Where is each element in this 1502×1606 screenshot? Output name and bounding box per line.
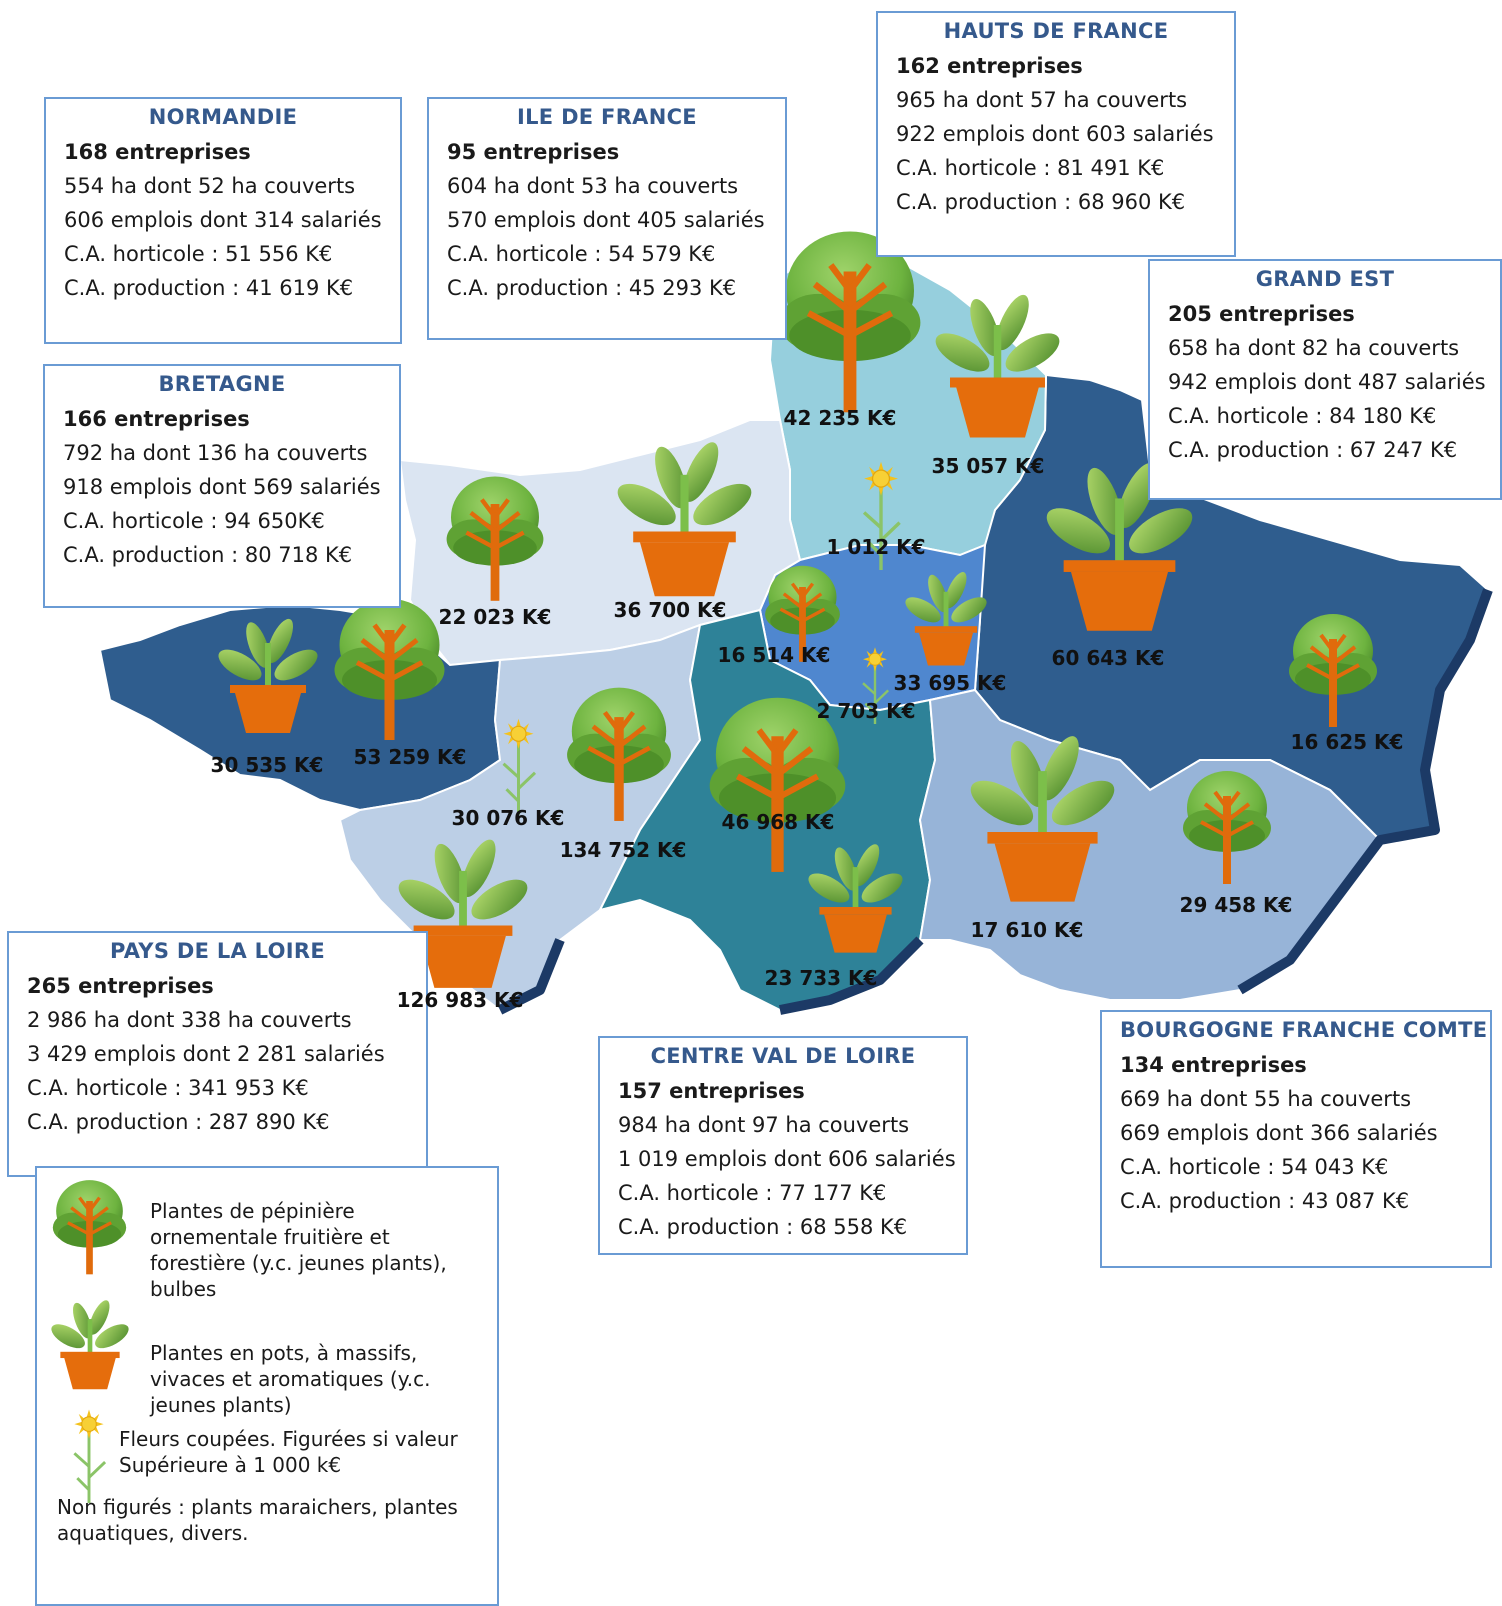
marker-value-label: 16 514 K€ (717, 643, 831, 667)
legend: Plantes de pépinière ornementale fruitiè… (35, 1166, 499, 1606)
ca-horticole: C.A. horticole : 54 579 K€ (447, 242, 716, 266)
legend-pot-icon (51, 1294, 129, 1394)
surface-info: 984 ha dont 97 ha couverts (618, 1113, 910, 1137)
entreprises-count: 168 entreprises (64, 140, 251, 164)
legend-not-shown: Non figurés : plants maraichers, plantes… (57, 1495, 458, 1545)
marker-value-label: 46 968 K€ (721, 810, 835, 834)
entreprises-count: 162 entreprises (896, 54, 1083, 78)
coastline-rim (497, 588, 1493, 1015)
surface-info: 554 ha dont 52 ha couverts (64, 174, 356, 198)
region-title: HAUTS DE FRANCE (943, 19, 1169, 43)
marker-value-label: 22 023 K€ (438, 605, 552, 629)
surface-info: 658 ha dont 82 ha couverts (1168, 336, 1460, 360)
surface-info: 604 ha dont 53 ha couverts (447, 174, 739, 198)
surface-info: 965 ha dont 57 ha couverts (896, 88, 1188, 112)
marker-value-label: 16 625 K€ (1290, 730, 1404, 754)
marker-value-label: 30 076 K€ (451, 806, 565, 830)
region-title: GRAND EST (1255, 267, 1395, 291)
infobox-pays-de-la-loire: PAYS DE LA LOIRE 265 entreprises 2 986 h… (7, 931, 428, 1177)
emplois-info: 606 emplois dont 314 salariés (64, 208, 382, 232)
entreprises-count: 157 entreprises (618, 1079, 805, 1103)
emplois-info: 918 emplois dont 569 salariés (63, 475, 381, 499)
marker-value-label: 17 610 K€ (970, 918, 1084, 942)
ca-horticole: C.A. horticole : 54 043 K€ (1120, 1155, 1389, 1179)
region-title: BRETAGNE (158, 372, 286, 396)
surface-info: 669 ha dont 55 ha couverts (1120, 1087, 1412, 1111)
marker-value-label: 53 259 K€ (353, 745, 467, 769)
infobox-grand-est: GRAND EST 205 entreprises 658 ha dont 82… (1148, 259, 1502, 500)
marker-value-label: 134 752 K€ (559, 838, 687, 862)
marker-value-label: 23 733 K€ (764, 966, 878, 990)
infobox-hauts-de-france: HAUTS DE FRANCE 162 entreprises 965 ha d… (876, 11, 1236, 257)
infobox-ile-de-france: ILE DE FRANCE 95 entreprises 604 ha dont… (427, 97, 787, 340)
region-title: ILE DE FRANCE (517, 105, 697, 129)
ca-production: C.A. production : 67 247 K€ (1168, 438, 1458, 462)
entreprises-count: 95 entreprises (447, 140, 620, 164)
legend-pot-label: Plantes en pots, à massifs, vivaces et a… (150, 1341, 431, 1417)
marker-value-label: 1 012 K€ (826, 535, 926, 559)
emplois-info: 922 emplois dont 603 salariés (896, 122, 1214, 146)
surface-info: 2 986 ha dont 338 ha couverts (27, 1008, 352, 1032)
infobox-normandie: NORMANDIE 168 entreprises 554 ha dont 52… (44, 97, 402, 344)
emplois-info: 1 019 emplois dont 606 salariés (618, 1147, 956, 1171)
emplois-info: 942 emplois dont 487 salariés (1168, 370, 1486, 394)
ca-horticole: C.A. horticole : 84 180 K€ (1168, 404, 1437, 428)
infobox-bretagne: BRETAGNE 166 entreprises 792 ha dont 136… (43, 364, 401, 608)
marker-value-label: 36 700 K€ (613, 598, 727, 622)
entreprises-count: 265 entreprises (27, 974, 214, 998)
entreprises-count: 166 entreprises (63, 407, 250, 431)
emplois-info: 570 emplois dont 405 salariés (447, 208, 765, 232)
entreprises-count: 134 entreprises (1120, 1053, 1307, 1077)
region-title: BOURGOGNE FRANCHE COMTE (1120, 1018, 1488, 1042)
region-title: NORMANDIE (148, 105, 298, 129)
emplois-info: 3 429 emplois dont 2 281 salariés (27, 1042, 385, 1066)
legend-tree-icon (47, 1176, 132, 1276)
marker-value-label: 42 235 K€ (783, 406, 897, 430)
emplois-info: 669 emplois dont 366 salariés (1120, 1121, 1438, 1145)
marker-value-label: 33 695 K€ (893, 671, 1007, 695)
ca-horticole: C.A. horticole : 341 953 K€ (27, 1076, 309, 1100)
infobox-bourgogne-franche-comte: BOURGOGNE FRANCHE COMTE 134 entreprises … (1100, 1010, 1492, 1268)
ca-production: C.A. production : 68 558 K€ (618, 1215, 908, 1239)
ca-production: C.A. production : 43 087 K€ (1120, 1189, 1410, 1213)
marker-value-label: 35 057 K€ (931, 454, 1045, 478)
region-title: CENTRE VAL DE LOIRE (650, 1044, 916, 1068)
ca-horticole: C.A. horticole : 81 491 K€ (896, 156, 1165, 180)
ca-horticole: C.A. horticole : 94 650K€ (63, 509, 325, 533)
infobox-centre-val-de-loire: CENTRE VAL DE LOIRE 157 entreprises 984 … (598, 1036, 968, 1255)
legend-flower-icon (65, 1408, 113, 1503)
legend-tree-label: Plantes de pépinière ornementale fruitiè… (150, 1199, 447, 1301)
marker-value-label: 126 983 K€ (396, 988, 524, 1012)
marker-value-label: 29 458 K€ (1179, 893, 1293, 917)
surface-info: 792 ha dont 136 ha couverts (63, 441, 368, 465)
ca-production: C.A. production : 80 718 K€ (63, 543, 353, 567)
ca-production: C.A. production : 41 619 K€ (64, 276, 354, 300)
marker-value-label: 60 643 K€ (1051, 646, 1165, 670)
ca-production: C.A. production : 287 890 K€ (27, 1110, 330, 1134)
ca-horticole: C.A. horticole : 77 177 K€ (618, 1181, 887, 1205)
marker-value-label: 2 703 K€ (816, 699, 916, 723)
ca-production: C.A. production : 68 960 K€ (896, 190, 1186, 214)
ca-horticole: C.A. horticole : 51 556 K€ (64, 242, 333, 266)
legend-flower-label: Fleurs coupées. Figurées si valeur Supér… (119, 1427, 458, 1477)
ca-production: C.A. production : 45 293 K€ (447, 276, 737, 300)
entreprises-count: 205 entreprises (1168, 302, 1355, 326)
marker-value-label: 30 535 K€ (210, 753, 324, 777)
region-title: PAYS DE LA LOIRE (110, 939, 325, 963)
